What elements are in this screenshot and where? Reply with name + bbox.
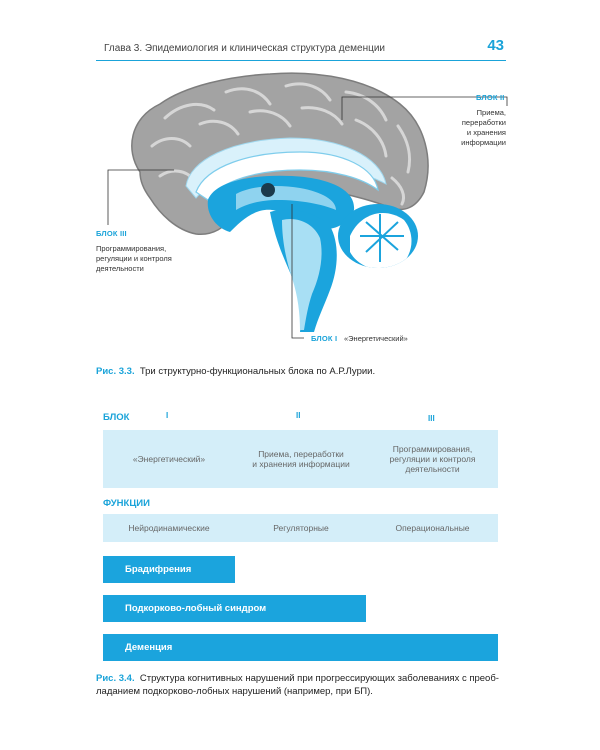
block2-desc: Приема, переработки и хранения информаци…	[461, 108, 506, 147]
cerebellum	[338, 204, 418, 268]
function-cell-3: Операциональные	[395, 523, 470, 533]
block1-desc: «Энергетический»	[344, 334, 408, 343]
bar-bradyphrenia: Брадифрения	[103, 556, 235, 583]
numeral-1: I	[166, 411, 169, 420]
block2-title: БЛОК II	[476, 93, 505, 102]
figure-3-3-text: Три структурно-функциональных блока по А…	[139, 366, 376, 377]
page-number: 43	[487, 37, 504, 54]
corpus-callosum	[195, 151, 379, 201]
block-cell-1: «Энергетический»	[132, 454, 206, 464]
block-header: БЛОК	[103, 412, 130, 423]
running-header: Глава 3. Эпидемиология и клиническая стр…	[104, 43, 385, 54]
figure-3-4-caption: Рис. 3.4. Структура когнитивных нарушени…	[96, 672, 516, 698]
header-rule	[96, 60, 506, 61]
third-ventricle	[261, 183, 275, 197]
gyri-lines	[150, 82, 412, 206]
figure-3-4-label: Рис. 3.4.	[96, 673, 135, 684]
function-cell-1: Нейродинамические	[128, 523, 210, 533]
brain-illustration	[107, 72, 508, 339]
figure-3-4-line2: ладанием подкорково-лобных нарушений (на…	[96, 686, 373, 697]
numeral-3: III	[428, 414, 435, 423]
block3-title: БЛОК III	[96, 229, 127, 238]
figure-3-3-label: Рис. 3.3.	[96, 366, 135, 377]
function-cell-2: Регуляторные	[273, 523, 329, 533]
figure-3-4-line1: Структура когнитивных нарушений при прог…	[139, 673, 499, 684]
bar-subcortical-frontal-syndrome: Подкорково-лобный синдром	[103, 595, 366, 622]
numeral-2: II	[296, 411, 301, 420]
figure-3-3-caption: Рис. 3.3. Три структурно-функциональных …	[96, 365, 516, 378]
bar-dementia: Деменция	[103, 634, 498, 661]
functions-header: ФУНКЦИИ	[103, 498, 150, 509]
block3-desc: Программирования, регуляции и контроля д…	[96, 244, 172, 273]
thalamus-light	[236, 186, 336, 210]
block1-title: БЛОК I	[311, 334, 338, 343]
functions-band: Нейродинамические Регуляторные Операцион…	[103, 514, 498, 542]
leader-lines	[107, 96, 508, 339]
